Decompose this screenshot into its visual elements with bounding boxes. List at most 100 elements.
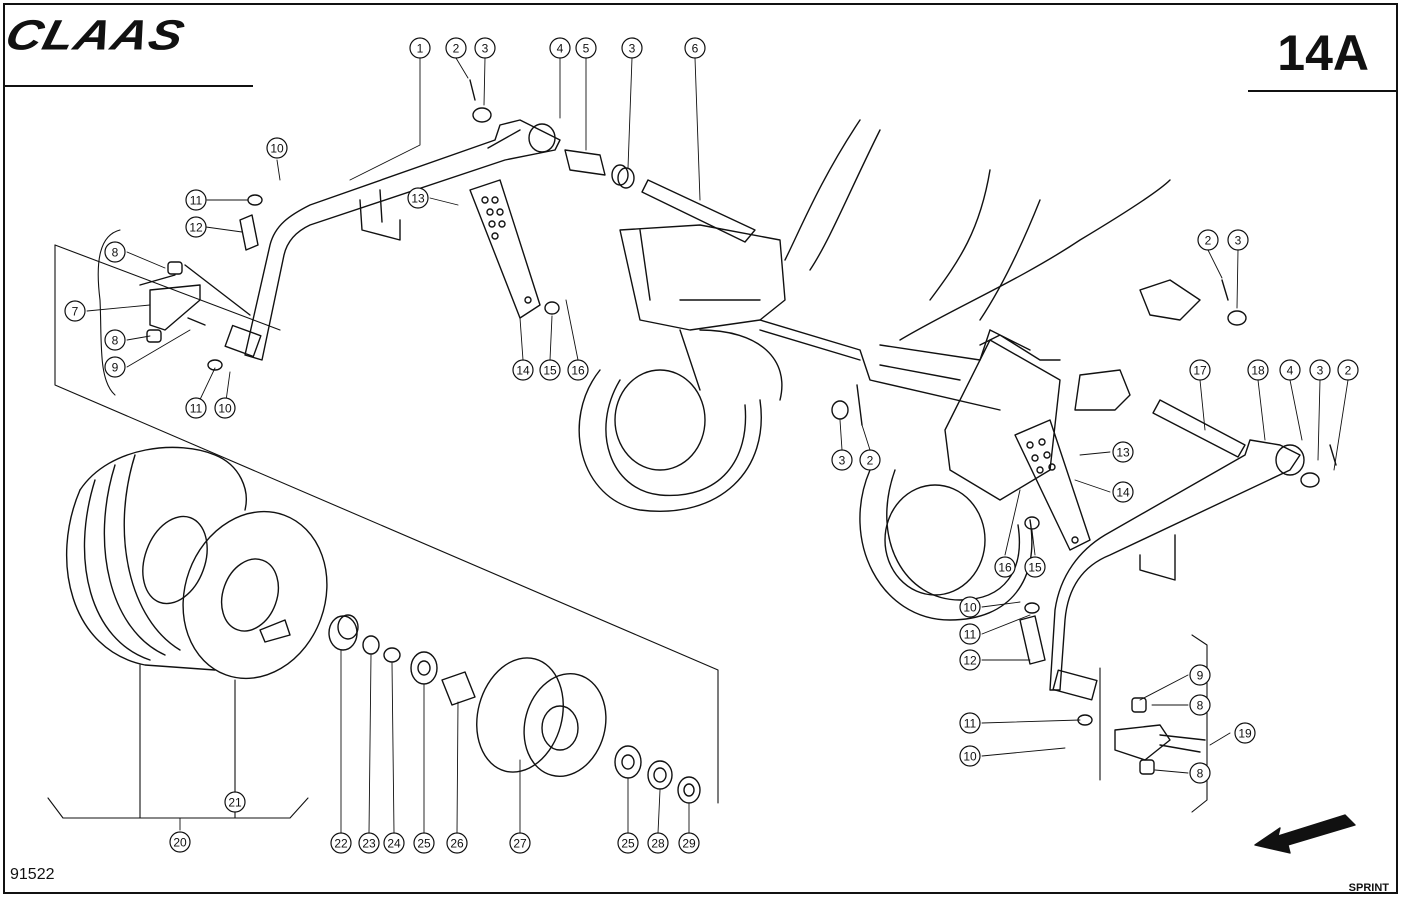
callout-label: 17 bbox=[1193, 364, 1207, 378]
callout-6: 6 bbox=[684, 37, 706, 59]
callout-label: 12 bbox=[189, 221, 203, 235]
callout-13: 13 bbox=[407, 187, 429, 209]
callout-10: 10 bbox=[266, 137, 288, 159]
callout-label: 8 bbox=[112, 334, 119, 348]
hub-parts bbox=[328, 614, 701, 804]
page-number-underline bbox=[1248, 90, 1398, 92]
callout-8: 8 bbox=[104, 241, 126, 263]
adjustment-plate-right bbox=[1014, 419, 1091, 551]
logo-underline bbox=[3, 85, 253, 87]
direction-arrow-icon bbox=[1254, 814, 1356, 854]
callout-10: 10 bbox=[959, 745, 981, 767]
group-brackets bbox=[47, 229, 1208, 819]
callout-label: 10 bbox=[963, 601, 977, 615]
callout-label: 3 bbox=[629, 42, 636, 56]
callout-label: 7 bbox=[72, 305, 79, 319]
callout-2: 2 bbox=[859, 449, 881, 471]
callout-label: 11 bbox=[190, 402, 203, 416]
callout-28: 28 bbox=[647, 832, 669, 854]
tyre-assembly bbox=[65, 446, 328, 680]
callout-label: 10 bbox=[270, 142, 284, 156]
callout-label: 4 bbox=[1287, 364, 1294, 378]
left-axle-arm bbox=[224, 119, 561, 361]
callout-25: 25 bbox=[617, 832, 639, 854]
callout-7: 7 bbox=[64, 300, 86, 322]
callout-16: 16 bbox=[994, 556, 1016, 578]
callout-14: 14 bbox=[512, 359, 534, 381]
callout-11: 11 bbox=[185, 397, 207, 419]
callout-9: 9 bbox=[104, 356, 126, 378]
callout-label: 8 bbox=[1197, 699, 1204, 713]
callout-5: 5 bbox=[575, 37, 597, 59]
callout-label: 21 bbox=[228, 796, 242, 810]
callout-label: 16 bbox=[571, 364, 585, 378]
callout-label: 3 bbox=[1317, 364, 1324, 378]
callout-label: 13 bbox=[411, 192, 425, 206]
callout-21: 21 bbox=[224, 791, 246, 813]
callout-26: 26 bbox=[446, 832, 468, 854]
callout-label: 24 bbox=[387, 837, 401, 851]
callout-label: 14 bbox=[1116, 486, 1130, 500]
callout-label: 9 bbox=[1197, 669, 1204, 683]
callout-11: 11 bbox=[959, 623, 981, 645]
callout-label: 4 bbox=[557, 42, 564, 56]
callout-label: 11 bbox=[964, 717, 977, 731]
callout-label: 28 bbox=[651, 837, 665, 851]
callout-18: 18 bbox=[1247, 359, 1269, 381]
callout-label: 5 bbox=[583, 42, 590, 56]
chassis-body bbox=[619, 119, 1201, 501]
callout-label: 20 bbox=[173, 836, 187, 850]
callout-label: 3 bbox=[839, 454, 846, 468]
callout-label: 6 bbox=[692, 42, 699, 56]
right-bracket-assembly bbox=[1114, 697, 1206, 775]
callout-label: 11 bbox=[190, 194, 203, 208]
page-number: 14A bbox=[1277, 25, 1369, 81]
callout-2: 2 bbox=[1337, 359, 1359, 381]
callout-8: 8 bbox=[104, 329, 126, 351]
callout-8: 8 bbox=[1189, 762, 1211, 784]
callout-25: 25 bbox=[413, 832, 435, 854]
callout-label: 9 bbox=[112, 361, 119, 375]
callout-label: 25 bbox=[417, 837, 431, 851]
callout-3: 3 bbox=[831, 449, 853, 471]
callout-17: 17 bbox=[1189, 359, 1211, 381]
callout-15: 15 bbox=[1024, 556, 1046, 578]
callout-20: 20 bbox=[169, 831, 191, 853]
model-name: SPRINT bbox=[1348, 882, 1389, 894]
left-bracket-assembly bbox=[139, 261, 251, 343]
callout-3: 3 bbox=[1309, 359, 1331, 381]
callout-label: 26 bbox=[450, 837, 464, 851]
callout-4: 4 bbox=[549, 37, 571, 59]
callout-label: 3 bbox=[1235, 234, 1242, 248]
callout-11: 11 bbox=[185, 189, 207, 211]
callout-label: 11 bbox=[964, 628, 977, 642]
callout-3: 3 bbox=[474, 37, 496, 59]
callout-27: 27 bbox=[509, 832, 531, 854]
callout-label: 14 bbox=[516, 364, 530, 378]
callout-9: 9 bbox=[1189, 664, 1211, 686]
callout-12: 12 bbox=[185, 216, 207, 238]
drawing-number: 91522 bbox=[10, 866, 55, 883]
callout-24: 24 bbox=[383, 832, 405, 854]
callout-11: 11 bbox=[959, 712, 981, 734]
callout-8: 8 bbox=[1189, 694, 1211, 716]
adjustment-plate-left bbox=[469, 179, 541, 319]
callout-label: 10 bbox=[218, 402, 232, 416]
callout-label: 12 bbox=[963, 654, 977, 668]
callout-13: 13 bbox=[1112, 441, 1134, 463]
callout-label: 19 bbox=[1238, 727, 1252, 741]
callout-label: 23 bbox=[362, 837, 376, 851]
callout-2: 2 bbox=[445, 37, 467, 59]
right-axle-arm bbox=[1049, 439, 1305, 701]
callout-label: 1 bbox=[417, 42, 424, 56]
callout-label: 8 bbox=[112, 246, 119, 260]
sheet-frame bbox=[3, 3, 1398, 894]
callout-label: 16 bbox=[998, 561, 1012, 575]
callout-3: 3 bbox=[621, 37, 643, 59]
callout-label: 22 bbox=[334, 837, 348, 851]
callout-label: 15 bbox=[543, 364, 557, 378]
callout-23: 23 bbox=[358, 832, 380, 854]
callout-label: 13 bbox=[1116, 446, 1130, 460]
